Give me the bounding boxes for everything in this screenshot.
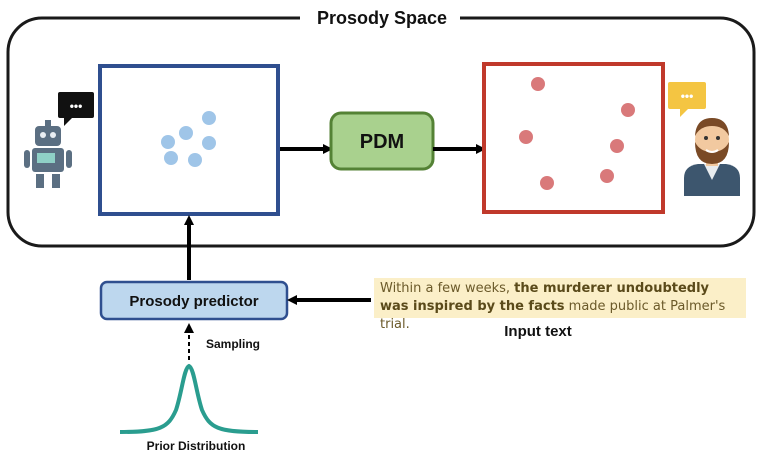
- predicted-prosody-points: [161, 111, 216, 167]
- person-icon: [684, 118, 740, 196]
- pdm-label: PDM: [360, 131, 404, 153]
- input-text-caption: Input text: [504, 323, 572, 340]
- prosody-point: [600, 169, 614, 183]
- speech-bubble-icon: •••: [668, 82, 706, 117]
- natural-prosody-points: [519, 77, 635, 190]
- sampling-label: Sampling: [206, 337, 260, 351]
- prosody-space-title: Prosody Space: [317, 8, 447, 28]
- speech-bubble-icon: •••: [58, 92, 94, 126]
- input-text-box: Within a few weeks, the murderer undoubt…: [374, 278, 746, 332]
- prosody-point: [540, 176, 554, 190]
- prosody-point: [610, 139, 624, 153]
- predicted-prosody-box: [98, 64, 280, 216]
- prosody-point: [164, 151, 178, 165]
- natural-prosody-box: [482, 62, 665, 214]
- input-text-pre: Within a few weeks,: [380, 281, 515, 296]
- prosody-point: [621, 103, 635, 117]
- svg-text:•••: •••: [70, 99, 83, 113]
- prosody-predictor-label: Prosody predictor: [129, 293, 258, 310]
- prosody-point: [188, 153, 202, 167]
- prosody-point: [179, 126, 193, 140]
- prosody-point: [202, 111, 216, 125]
- prior-distribution-curve: [119, 363, 259, 434]
- prosody-point: [202, 136, 216, 150]
- pdm-box: [329, 111, 435, 171]
- prosody-point: [161, 135, 175, 149]
- prior-distribution-label: Prior Distribution: [147, 439, 246, 453]
- input-text-post: made public at Palmer's trial.: [380, 299, 726, 332]
- prosody-point: [531, 77, 545, 91]
- prosody-point: [519, 130, 533, 144]
- input-text-bold: the murderer undoubtedly was inspired by…: [380, 281, 710, 314]
- robot-icon: [24, 120, 72, 188]
- svg-text:•••: •••: [681, 89, 694, 103]
